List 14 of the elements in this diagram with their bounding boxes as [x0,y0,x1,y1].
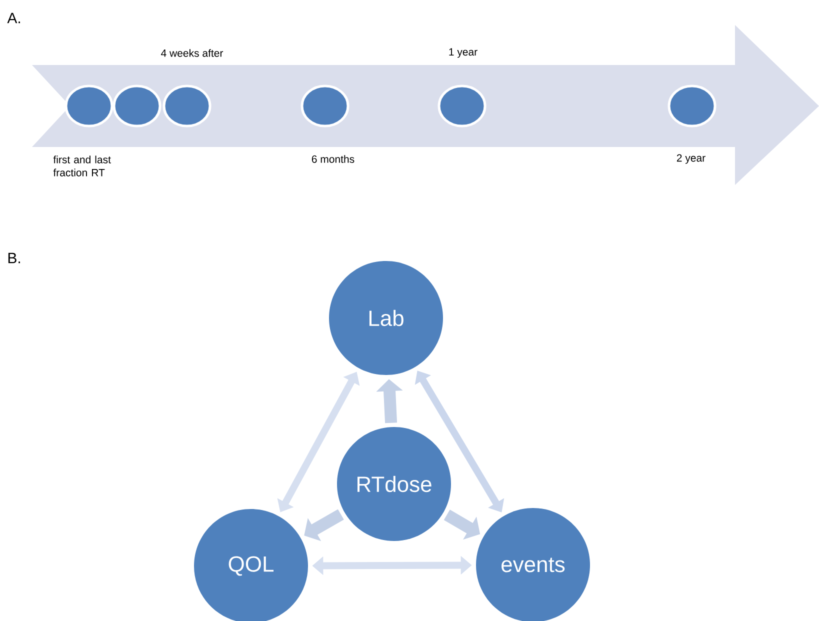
timepoint-label: 2 year [676,154,706,164]
timepoint-label: 4 weeks after [161,49,224,57]
panel-label: A. [7,12,20,24]
timepoint-label: 6 months [312,155,354,163]
block-arrow [304,509,344,542]
timepoint-dot [668,84,716,128]
timepoint-dot [300,84,350,128]
timepoint-dot [438,84,486,128]
timepoint-dot [64,84,114,128]
timepoint-dot [112,84,162,128]
timepoint-label: first and last fraction RT [53,156,111,176]
panel-label: B. [8,252,20,264]
timepoint-label: 1 year [449,48,478,58]
timepoint-dot [162,84,212,128]
